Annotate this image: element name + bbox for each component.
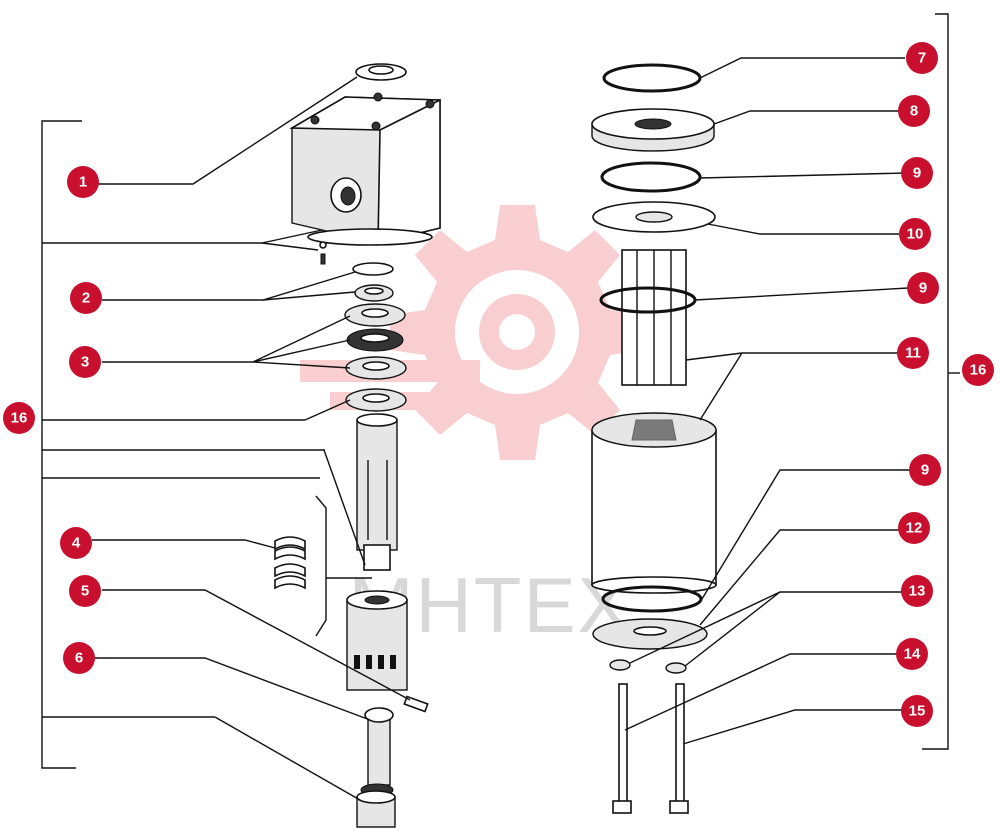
callout-13: 13 xyxy=(901,575,933,607)
bushing-6 xyxy=(356,707,396,828)
callout-10: 10 xyxy=(899,218,931,250)
callout-9-middle: 9 xyxy=(907,272,939,304)
callout-6: 6 xyxy=(63,642,95,674)
washers-13 xyxy=(609,659,687,674)
svg-text:7: 7 xyxy=(918,50,926,67)
flange-plate-8 xyxy=(591,108,715,152)
svg-text:15: 15 xyxy=(909,703,926,720)
callout-3: 3 xyxy=(69,346,101,378)
valve-spool-5 xyxy=(346,590,429,713)
callout-11: 11 xyxy=(897,337,929,369)
svg-text:5: 5 xyxy=(81,583,89,600)
svg-text:1: 1 xyxy=(79,174,87,191)
watermark-logo xyxy=(300,205,645,460)
svg-text:12: 12 xyxy=(906,520,923,537)
callout-14: 14 xyxy=(896,638,928,670)
svg-text:3: 3 xyxy=(81,354,89,371)
callout-7: 7 xyxy=(906,42,938,74)
half-washers-4 xyxy=(274,495,372,637)
end-plate-12 xyxy=(592,618,708,650)
tie-bolts-14-15 xyxy=(612,683,689,814)
callout-1: 1 xyxy=(67,166,99,198)
callout-12: 12 xyxy=(898,512,930,544)
svg-text:9: 9 xyxy=(919,280,927,297)
drive-shaft xyxy=(356,413,398,571)
o-ring-9-top xyxy=(600,161,702,193)
o-ring-9-bottom xyxy=(601,585,703,613)
svg-text:10: 10 xyxy=(907,226,924,243)
svg-text:13: 13 xyxy=(909,583,926,600)
o-ring-7 xyxy=(602,63,702,93)
right-assembly-bracket xyxy=(922,13,960,750)
svg-text:9: 9 xyxy=(921,462,929,479)
ring-set-2 xyxy=(352,262,394,302)
svg-text:16: 16 xyxy=(970,362,987,379)
svg-text:9: 9 xyxy=(913,165,921,182)
svg-text:14: 14 xyxy=(904,646,921,663)
left-assembly-bracket xyxy=(41,120,325,769)
rotor-11 xyxy=(599,249,697,386)
housing-block xyxy=(289,63,441,265)
callout-5: 5 xyxy=(69,575,101,607)
callout-15: 15 xyxy=(901,695,933,727)
svg-text:2: 2 xyxy=(82,290,90,307)
port-plate-10 xyxy=(592,201,716,233)
callout-9-top: 9 xyxy=(901,157,933,189)
bearing-set-3 xyxy=(344,303,407,412)
callout-9-bottom: 9 xyxy=(909,454,941,486)
svg-text:16: 16 xyxy=(11,410,28,427)
callout-4: 4 xyxy=(60,527,92,559)
callout-16-right: 16 xyxy=(962,354,994,386)
stator-housing xyxy=(591,412,717,594)
callout-16-left: 16 xyxy=(3,402,35,434)
callout-2: 2 xyxy=(70,282,102,314)
svg-text:4: 4 xyxy=(72,535,81,552)
leader-lines xyxy=(92,57,912,801)
svg-text:8: 8 xyxy=(910,103,918,120)
svg-text:11: 11 xyxy=(905,345,921,362)
callout-8: 8 xyxy=(898,95,930,127)
svg-text:6: 6 xyxy=(75,650,83,667)
